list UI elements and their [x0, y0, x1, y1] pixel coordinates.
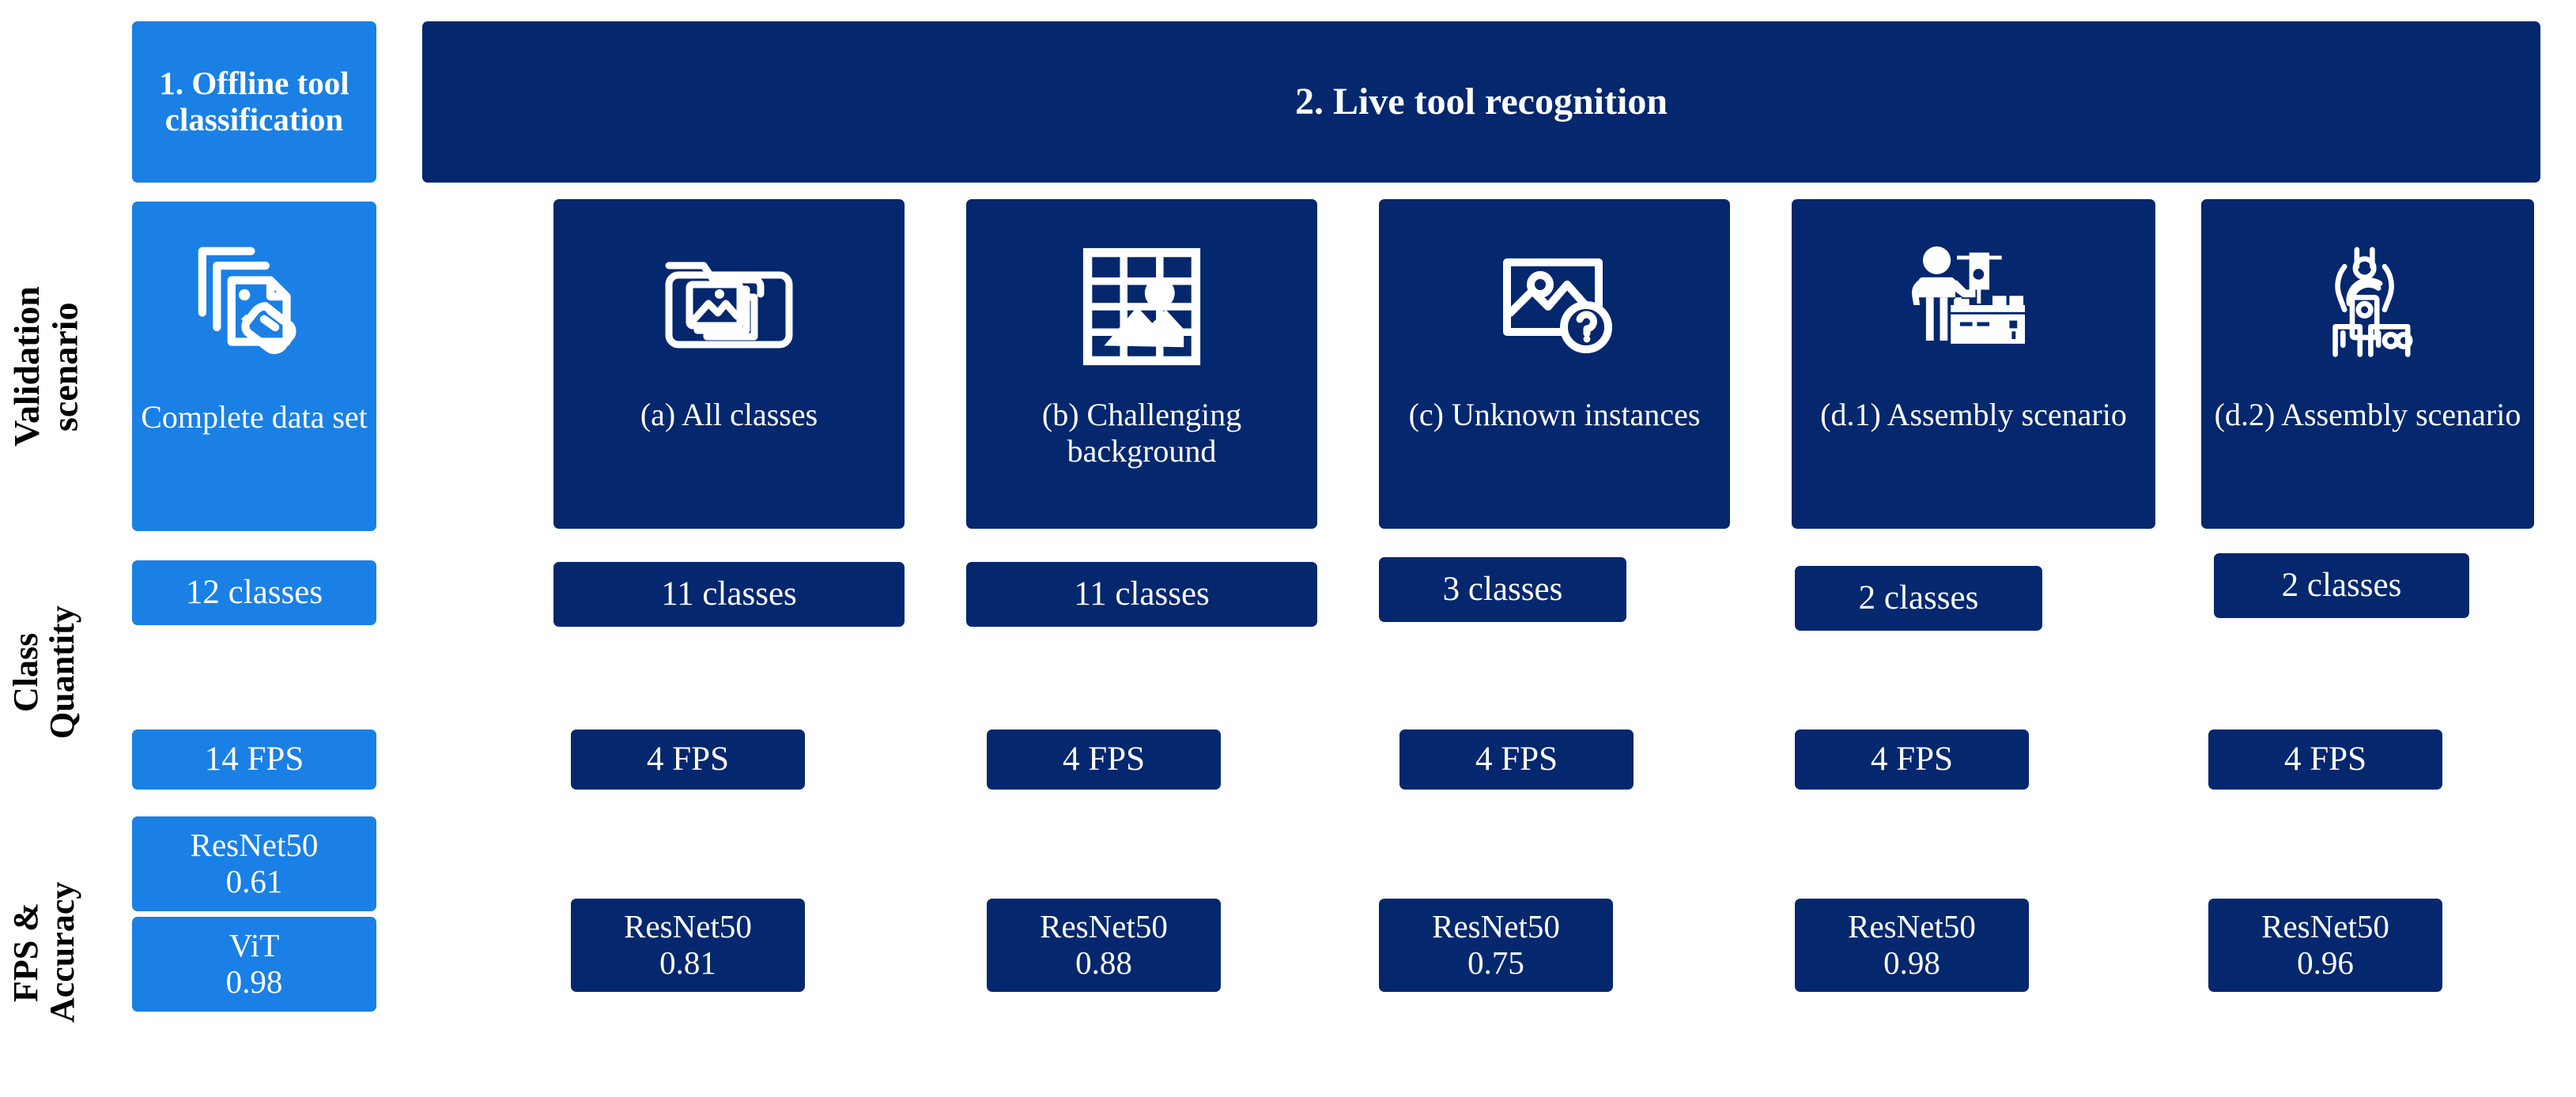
image-question-mark-icon [1475, 221, 1634, 392]
worker-workbench-icon [1889, 221, 2059, 392]
fps-assembly-d1: 4 FPS [1795, 729, 2029, 790]
accuracy-unknown-instances: ResNet50 0.75 [1379, 899, 1613, 992]
header-offline-label: 1. Offline tool classification [159, 65, 349, 138]
accuracy-all-classes: ResNet50 0.81 [571, 899, 805, 992]
class-quantity-unknown-instances: 3 classes [1379, 557, 1626, 622]
scenario-caption: (b) Challenging background [1041, 397, 1242, 469]
scenario-card-assembly-d1: (d.1) Assembly scenario [1792, 199, 2155, 529]
class-quantity-complete-data-set: 12 classes [132, 560, 376, 625]
stacked-images-hand-select-icon [173, 224, 335, 394]
row-label-validation-scenario: Validation scenario [6, 286, 85, 447]
fps-value: 4 FPS [1063, 740, 1145, 778]
accuracy-model-name: ResNet50 [1040, 908, 1168, 945]
accuracy-value: 0.61 [225, 863, 283, 899]
class-quantity-challenging-background: 11 classes [966, 562, 1317, 627]
fps-assembly-d2: 4 FPS [2208, 729, 2442, 790]
class-quantity-value: 2 classes [2281, 566, 2402, 604]
class-quantity-value: 11 classes [661, 575, 797, 613]
fps-challenging-background: 4 FPS [987, 729, 1221, 790]
accuracy-value: 0.98 [225, 963, 283, 1000]
fps-all-classes: 4 FPS [571, 729, 805, 790]
header-live-label: 2. Live tool recognition [1294, 81, 1668, 123]
scenario-card-unknown-instances: (c) Unknown instances [1379, 199, 1730, 529]
class-quantity-value: 11 classes [1074, 575, 1210, 613]
row-label-class-quantity: Class Quantity [6, 605, 82, 740]
accuracy-model-name: ResNet50 [2261, 908, 2389, 945]
accuracy-model-name: ResNet50 [190, 827, 319, 864]
accuracy-complete-data-set-vit: ViT 0.98 [132, 917, 376, 1012]
fps-value: 4 FPS [1475, 740, 1558, 778]
accuracy-value: 0.75 [1467, 944, 1524, 981]
class-quantity-assembly-d1: 2 classes [1795, 566, 2042, 631]
class-quantity-value: 3 classes [1442, 570, 1563, 608]
accuracy-model-name: ResNet50 [624, 908, 752, 945]
scenario-caption: (d.2) Assembly scenario [2214, 397, 2521, 432]
fps-value: 4 FPS [647, 740, 729, 778]
scenario-caption: (a) All classes [640, 397, 818, 432]
accuracy-value: 0.96 [2297, 944, 2354, 981]
class-quantity-value: 2 classes [1858, 579, 1979, 616]
accuracy-challenging-background: ResNet50 0.88 [987, 899, 1221, 992]
class-quantity-all-classes: 11 classes [553, 562, 905, 627]
header-offline-tool-classification: 1. Offline tool classification [132, 21, 376, 183]
accuracy-model-name: ResNet50 [1848, 908, 1976, 945]
scenario-caption: Complete data set [141, 399, 368, 435]
scenario-card-assembly-d2: (d.2) Assembly scenario [2201, 199, 2534, 529]
scenario-caption: (c) Unknown instances [1408, 397, 1701, 432]
accuracy-model-name: ViT [229, 927, 280, 964]
accuracy-value: 0.88 [1075, 944, 1132, 981]
scenario-caption: (d.1) Assembly scenario [1820, 397, 2127, 432]
fps-value: 4 FPS [2284, 740, 2366, 778]
scenario-card-all-classes: (a) All classes [553, 199, 905, 529]
robot-gripper-icon [2291, 221, 2445, 392]
class-quantity-assembly-d2: 2 classes [2214, 553, 2469, 618]
image-grid-overlay-icon [1067, 221, 1217, 392]
fps-unknown-instances: 4 FPS [1399, 729, 1634, 790]
fps-complete-data-set: 14 FPS [132, 729, 376, 790]
header-live-tool-recognition: 2. Live tool recognition [422, 21, 2540, 183]
accuracy-value: 0.81 [659, 944, 716, 981]
scenario-card-complete-data-set: Complete data set [132, 202, 376, 531]
accuracy-model-name: ResNet50 [1432, 908, 1560, 945]
accuracy-complete-data-set-resnet50: ResNet50 0.61 [132, 816, 376, 911]
accuracy-assembly-d1: ResNet50 0.98 [1795, 899, 2029, 992]
accuracy-value: 0.98 [1883, 944, 1940, 981]
fps-value: 14 FPS [204, 740, 304, 778]
fps-value: 4 FPS [1871, 740, 1953, 778]
folder-images-icon [650, 221, 808, 392]
accuracy-assembly-d2: ResNet50 0.96 [2208, 899, 2442, 992]
class-quantity-value: 12 classes [185, 573, 323, 611]
row-label-fps-accuracy: FPS & Accuracy [6, 881, 82, 1023]
scenario-card-challenging-background: (b) Challenging background [966, 199, 1317, 529]
